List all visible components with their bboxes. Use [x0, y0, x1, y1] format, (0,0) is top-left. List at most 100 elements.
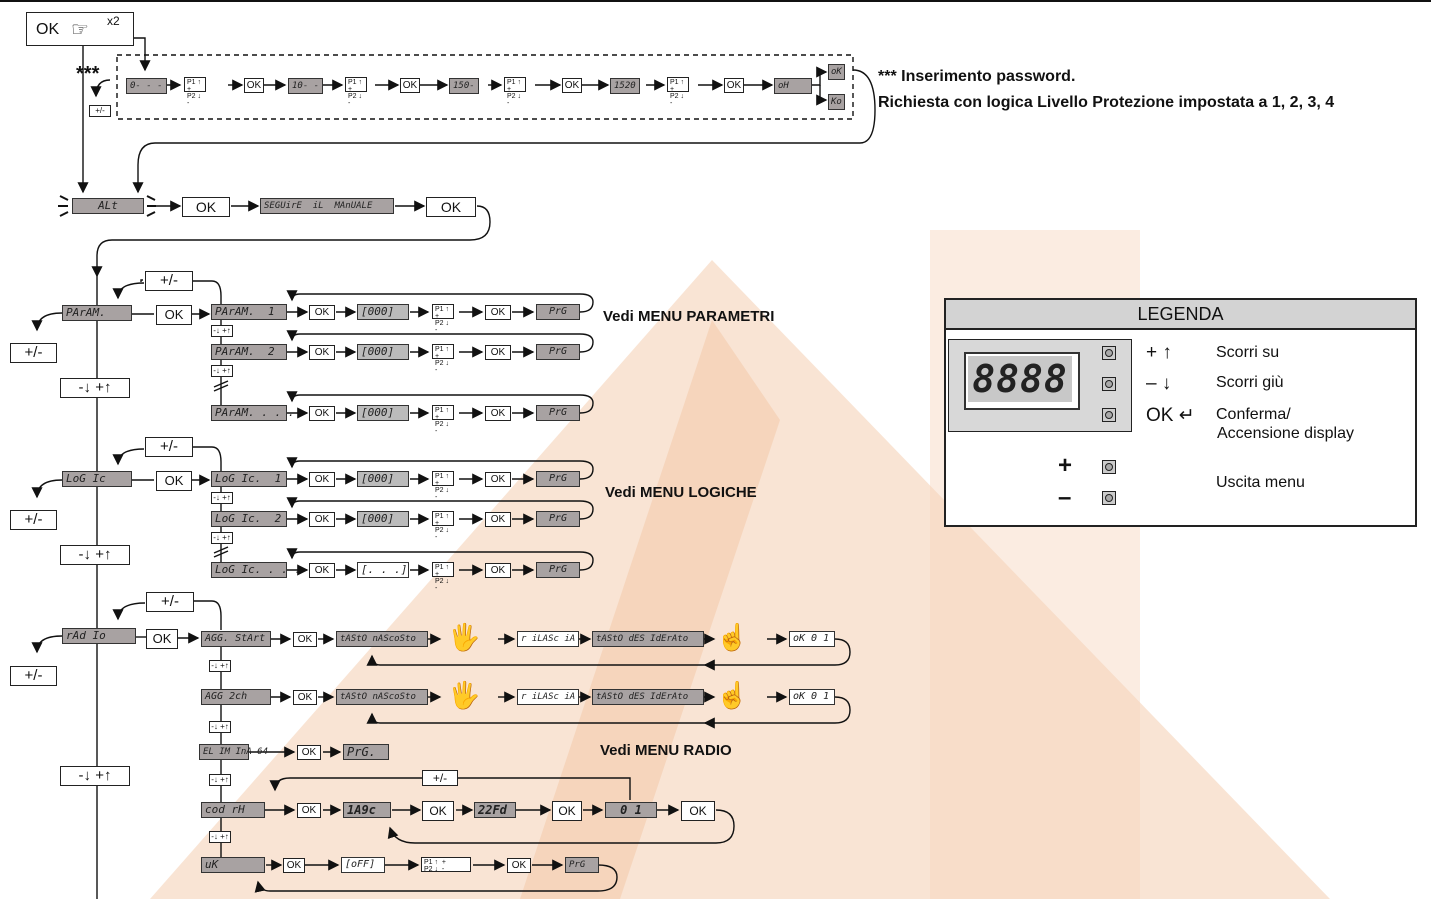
- pw-p12-4[interactable]: P1 ↑ +P2 ↓ -: [667, 77, 689, 107]
- param-r2-ok2[interactable]: OK: [485, 345, 511, 360]
- radio-r1-tasto-nascosto: tAStO nAScoSto: [336, 631, 428, 647]
- param-r2-p12[interactable]: P1 ↑ +P2 ↓ -: [432, 344, 454, 374]
- logic-r2-prg: PrG: [536, 511, 580, 527]
- remote-hand-icon-2: 🖐: [448, 680, 481, 710]
- legend-plus-button[interactable]: [1102, 460, 1116, 474]
- pw-ok-4[interactable]: OK: [724, 78, 744, 93]
- logic-pm-top[interactable]: +/-: [145, 437, 193, 457]
- logic-menu-label: Vedi MENU LOGICHE: [605, 484, 757, 501]
- remote-press-icon: ☞: [71, 19, 89, 41]
- logic-r1-ok2[interactable]: OK: [485, 472, 511, 487]
- pw-digit-4: 1520: [610, 78, 640, 94]
- logic-r3-ok[interactable]: OK: [309, 563, 335, 578]
- logic-r3-ok2[interactable]: OK: [485, 563, 511, 578]
- radio-r4-ok[interactable]: OK: [297, 803, 321, 818]
- radio-updown-s-4[interactable]: -↓ +↑: [209, 831, 231, 843]
- logic-r2-ok2[interactable]: OK: [485, 512, 511, 527]
- x2-label: x2: [107, 14, 120, 28]
- pw-ok-3[interactable]: OK: [562, 78, 582, 93]
- param-r2-prg: PrG: [536, 344, 580, 360]
- param-r1-p12[interactable]: P1 ↑ +P2 ↓ -: [432, 304, 454, 334]
- legend-minus-button[interactable]: [1102, 491, 1116, 505]
- pw-oh: oH: [774, 78, 812, 94]
- legend-up-symbol: + ↑: [1146, 342, 1172, 363]
- pw-digit-1: 0- - -: [126, 78, 167, 94]
- legend-down-symbol: – ↓: [1146, 373, 1172, 394]
- param-r3-ok[interactable]: OK: [309, 406, 335, 421]
- param-r3-val: [000]: [357, 405, 409, 421]
- radio-r5-ok[interactable]: OK: [283, 858, 305, 873]
- logic-updown-s-2[interactable]: -↓ +↑: [211, 532, 233, 544]
- pw-ok-badge: oK: [828, 64, 845, 80]
- legend-down-button[interactable]: [1102, 377, 1116, 391]
- logic-r2-p12[interactable]: P1 ↑ +P2 ↓ -: [432, 511, 454, 541]
- password-pm-button[interactable]: +/-: [89, 105, 111, 117]
- logic-updown-s-1[interactable]: -↓ +↑: [211, 492, 233, 504]
- radio-cod-c1: 1A9c: [343, 802, 391, 818]
- pw-p12-2[interactable]: P1 ↑ +P2 ↓ -: [345, 77, 367, 107]
- radio-r2-tasto-nascosto: tAStO nAScoSto: [336, 689, 428, 705]
- param-ok-button[interactable]: OK: [156, 305, 192, 325]
- radio-r2-tasto-desiderato: tAStO dES IdErAto: [592, 689, 704, 705]
- alt-display: ALt: [72, 198, 144, 214]
- logic-r2-ok[interactable]: OK: [309, 512, 335, 527]
- pw-ok-2[interactable]: OK: [400, 78, 420, 93]
- radio-pm-top[interactable]: +/-: [146, 592, 194, 612]
- radio-updown-s-1[interactable]: -↓ +↑: [209, 660, 231, 672]
- logic-pm-left[interactable]: +/-: [10, 510, 57, 530]
- pw-ok-1[interactable]: OK: [244, 78, 264, 93]
- password-stars: ***: [76, 63, 100, 85]
- param-r2-ok[interactable]: OK: [309, 345, 335, 360]
- radio-r1-ok01: oK 0 1: [789, 631, 835, 647]
- radio-r4-ok4[interactable]: OK: [681, 801, 715, 821]
- legend-display: 8888: [968, 356, 1072, 402]
- radio-cod-c2: 22Fd: [474, 802, 516, 818]
- ok-x2-box: OK ☞ x2: [26, 12, 134, 46]
- cod-pm[interactable]: +/-: [422, 770, 458, 786]
- logic-r1-p12[interactable]: P1 ↑ +P2 ↓ -: [432, 471, 454, 501]
- radio-updown[interactable]: -↓ +↑: [60, 766, 130, 786]
- radio-r2-ok[interactable]: OK: [293, 690, 317, 705]
- radio-r5-p12[interactable]: P1 ↑ +P2 ↓ -: [421, 857, 471, 873]
- radio-r3-ok[interactable]: OK: [297, 745, 321, 760]
- pw-p12-1[interactable]: P1 ↑ +P2 ↓ -: [184, 77, 206, 107]
- param-updown[interactable]: -↓ +↑: [60, 378, 130, 398]
- logic-ok-button[interactable]: OK: [156, 471, 192, 491]
- legend-plus-symbol: +: [1058, 452, 1073, 479]
- remote-press-icon-1: ☝: [716, 622, 749, 652]
- param-r3-ok2[interactable]: OK: [485, 406, 511, 421]
- radio-r1-ok[interactable]: OK: [293, 632, 317, 647]
- logic-updown[interactable]: -↓ +↑: [60, 545, 130, 565]
- legend-ok-button[interactable]: [1102, 408, 1116, 422]
- radio-r4-ok3[interactable]: OK: [552, 801, 582, 821]
- radio-updown-s-2[interactable]: -↓ +↑: [209, 721, 231, 733]
- pw-digit-2: 10- -: [288, 78, 324, 94]
- param-pm-top[interactable]: +/-: [145, 271, 193, 291]
- param-updown-s-1[interactable]: -↓ +↑: [211, 325, 233, 337]
- password-note-line2: Richiesta con logica Livello Protezione …: [878, 94, 1335, 111]
- legend-up-button[interactable]: [1102, 346, 1116, 360]
- radio-pm-left[interactable]: +/-: [10, 666, 57, 686]
- param-r1-ok[interactable]: OK: [309, 305, 335, 320]
- param-r1-ok2[interactable]: OK: [485, 305, 511, 320]
- logic-menu-display: LoG Ic: [62, 471, 132, 487]
- legend-title: LEGENDA: [946, 300, 1415, 330]
- logic-r2-val: [000]: [357, 511, 409, 527]
- alt-ok-button-1[interactable]: OK: [182, 197, 230, 217]
- param-r1-val: [000]: [357, 304, 409, 320]
- param-pm-left[interactable]: +/-: [10, 343, 57, 363]
- logic-r1-val: [000]: [357, 471, 409, 487]
- radio-updown-s-3[interactable]: -↓ +↑: [209, 774, 231, 786]
- radio-uk: uK: [201, 857, 265, 873]
- alt-ok-button-2[interactable]: OK: [426, 197, 476, 217]
- radio-ok-button[interactable]: OK: [146, 629, 178, 649]
- logic-item-3: LoG Ic. . . .: [211, 562, 301, 578]
- param-r3-p12[interactable]: P1 ↑ +P2 ↓ -: [432, 405, 454, 435]
- param-updown-s-2[interactable]: -↓ +↑: [211, 365, 233, 377]
- radio-r4-ok2[interactable]: OK: [422, 801, 454, 821]
- logic-r1-ok[interactable]: OK: [309, 472, 335, 487]
- param-item-3: PArAM. . . .: [211, 405, 294, 421]
- radio-r5-ok2[interactable]: OK: [507, 858, 531, 873]
- logic-r3-p12[interactable]: P1 ↑ +P2 ↓ -: [432, 562, 454, 592]
- pw-p12-3[interactable]: P1 ↑ +P2 ↓ -: [504, 77, 526, 107]
